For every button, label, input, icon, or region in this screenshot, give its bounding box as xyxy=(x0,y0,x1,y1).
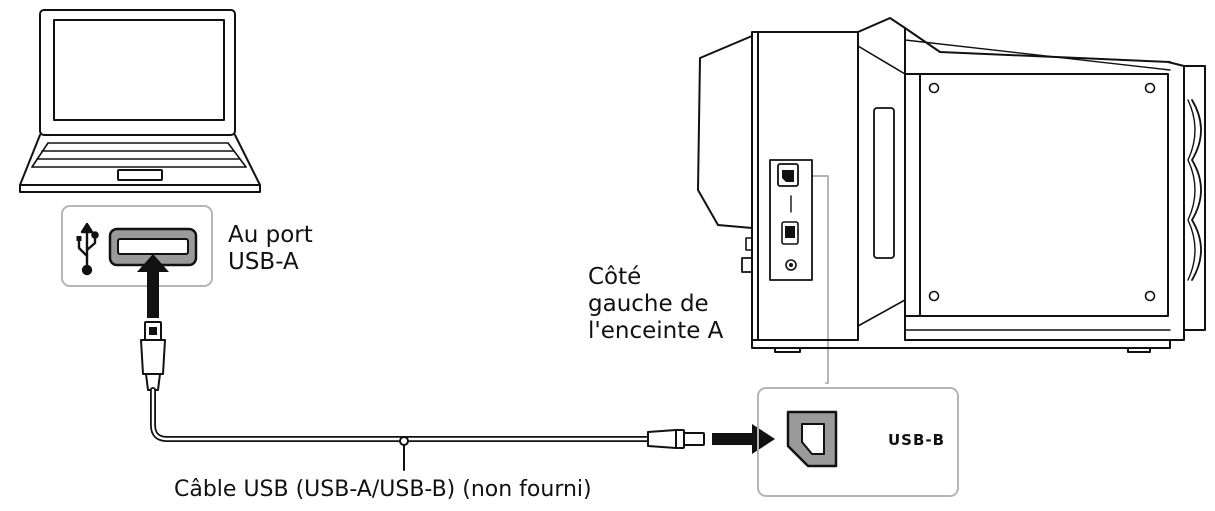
speaker-aux-port xyxy=(781,221,799,245)
label-cable: Câble USB (USB-A/USB-B) (non fourni) xyxy=(174,477,592,502)
speaker-usb-b-port xyxy=(777,163,799,187)
usb-b-socket-core xyxy=(801,423,825,455)
laptop-touchpad xyxy=(117,169,163,181)
laptop-screen xyxy=(53,19,225,121)
speaker-front-panel xyxy=(919,73,1169,317)
label-usb-a-line-2: USB-A xyxy=(228,249,299,275)
speaker-rear-cap xyxy=(697,35,753,229)
laptop-keyboard xyxy=(31,142,247,168)
speaker-grille-edge xyxy=(1183,65,1206,331)
laptop-screen-frame xyxy=(39,9,236,136)
label-side-line-3: l'enceinte A xyxy=(588,318,724,344)
laptop xyxy=(19,9,261,193)
speaker-dc-jack xyxy=(785,259,797,271)
usb-b-port-panel xyxy=(757,387,959,497)
usb-a-socket-slot xyxy=(117,238,189,255)
label-speaker-side: Côté gauche de l'enceinte A xyxy=(588,264,723,345)
label-usb-a-line-1: Au port xyxy=(228,222,313,248)
label-side-line-1: Côté xyxy=(588,264,642,290)
speaker-handle xyxy=(873,107,895,259)
insert-arrow-b xyxy=(712,424,775,454)
speaker-a xyxy=(697,17,1206,353)
usb-icon xyxy=(76,222,99,276)
usb-cable xyxy=(150,387,651,471)
usb-a-plug xyxy=(140,321,166,391)
usb-a-port-panel xyxy=(61,205,213,287)
label-side-line-2: gauche de xyxy=(588,291,709,317)
usb-b-panel-frame xyxy=(757,387,959,497)
insert-arrow-a xyxy=(137,254,169,318)
label-usb-b: USB-B xyxy=(888,431,946,449)
label-usb-a-port: Au port USB-A xyxy=(228,222,313,276)
usb-b-plug xyxy=(647,429,705,449)
usb-a-panel-frame xyxy=(61,205,213,287)
speaker-side-panel xyxy=(751,31,859,341)
laptop-base-edge xyxy=(19,184,261,193)
speaker-port-recess xyxy=(769,159,813,281)
laptop-base xyxy=(19,134,261,186)
port-leader-line xyxy=(811,175,829,384)
